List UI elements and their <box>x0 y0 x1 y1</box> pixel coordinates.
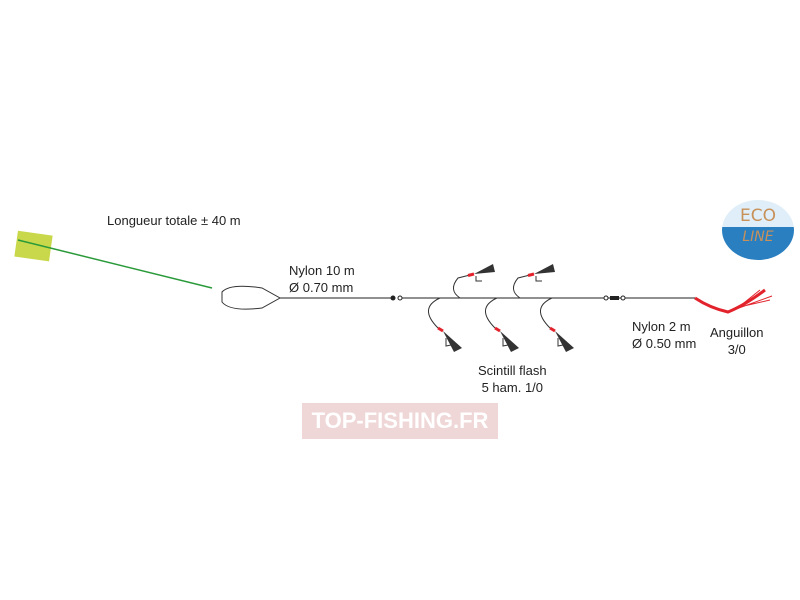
lure <box>453 264 495 299</box>
sinker <box>221 285 282 310</box>
swivel <box>397 295 403 301</box>
lure-group <box>428 264 574 352</box>
end-lure-anguillon <box>694 288 773 314</box>
logo-top: ECO <box>740 206 776 226</box>
swivel-2 <box>603 295 626 301</box>
watermark: TOP-FISHING.FR <box>302 403 498 439</box>
lure <box>513 264 555 299</box>
logo-bottom: LINE <box>742 229 774 245</box>
lure <box>540 297 574 352</box>
line-winder <box>14 230 53 262</box>
total-length-label: Longueur totale ± 40 m <box>107 213 241 228</box>
green-mainline <box>17 239 213 289</box>
swivel <box>390 295 396 301</box>
lure <box>485 297 519 352</box>
lure <box>428 297 462 352</box>
eco-line-logo: ECO LINE <box>722 200 794 260</box>
